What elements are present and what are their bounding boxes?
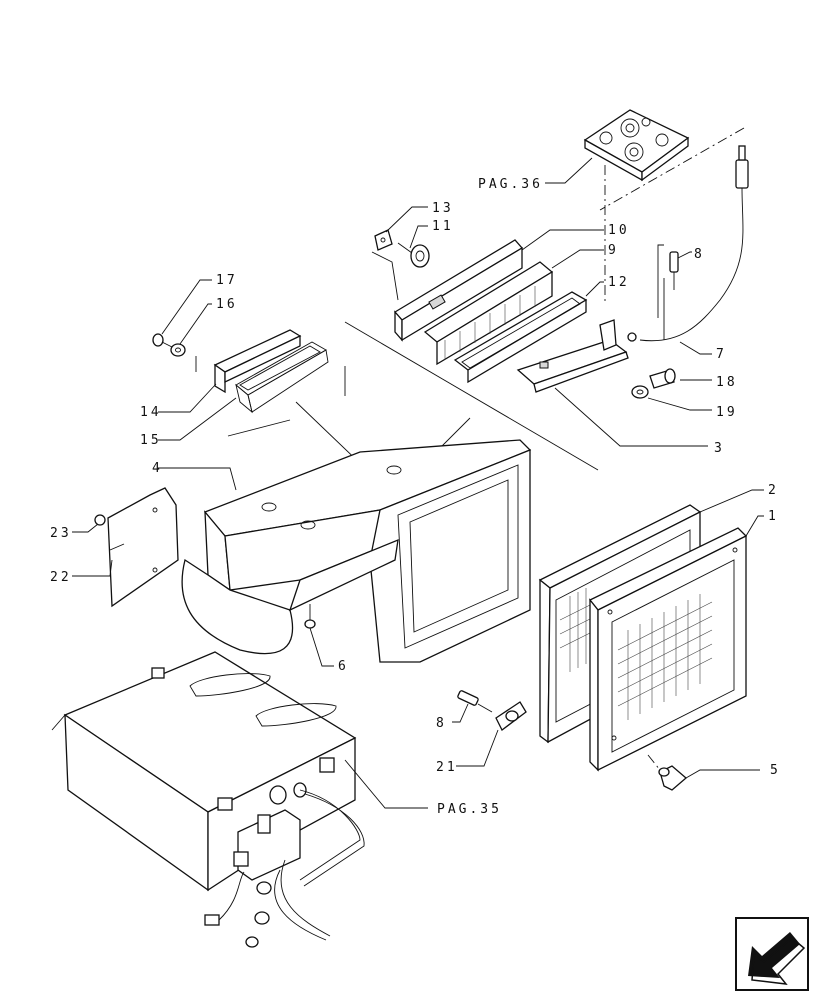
callout-17: 17	[216, 273, 238, 288]
callout-14: 14	[140, 405, 162, 420]
callout-15: 15	[140, 433, 162, 448]
callout-4: 4	[152, 461, 163, 476]
grommet-21	[495, 701, 527, 731]
temperature-sensor	[627, 145, 749, 342]
callout-10: 10	[608, 223, 630, 238]
callout-21: 21	[436, 760, 458, 775]
page-ref-pag35: PAG.35	[437, 802, 502, 817]
callout-9: 9	[608, 243, 619, 258]
page-ref-pag36: PAG.36	[478, 177, 543, 192]
pin-8-bottom	[457, 690, 493, 713]
arrow-left-down-icon[interactable]	[735, 917, 809, 991]
clip-13	[374, 229, 393, 251]
grille-1	[588, 527, 748, 772]
pin-8-top	[669, 251, 679, 290]
callout-2: 2	[768, 483, 779, 498]
screw-18	[649, 368, 676, 389]
screw-6	[304, 604, 316, 629]
callout-23: 23	[50, 526, 72, 541]
valve-block	[204, 782, 365, 948]
callout-5: 5	[770, 763, 781, 778]
gasket-14	[213, 329, 302, 394]
filter-frame-12	[453, 291, 588, 384]
grommet-23	[94, 514, 106, 526]
filter-cover-10	[393, 239, 524, 342]
hvac-unit-pag35	[51, 651, 357, 892]
callout-22: 22	[50, 570, 72, 585]
seal-15	[235, 341, 329, 414]
bracket-3	[516, 319, 629, 393]
callout-1: 1	[768, 509, 779, 524]
callout-16: 16	[216, 297, 238, 312]
callout-11: 11	[432, 219, 454, 234]
callout-6: 6	[338, 659, 349, 674]
callout-13: 13	[432, 201, 454, 216]
callout-8-top: 8	[694, 247, 705, 262]
callout-7: 7	[716, 347, 727, 362]
filter-element-9	[423, 261, 554, 366]
callout-19: 19	[716, 405, 738, 420]
washer-16	[170, 343, 186, 357]
washer-19	[631, 385, 649, 399]
callout-3: 3	[714, 441, 725, 456]
side-panel-22	[107, 487, 179, 608]
callout-12: 12	[608, 275, 630, 290]
housing-4	[181, 439, 532, 663]
vent-plate-pag36	[583, 109, 690, 182]
knob-screw-11	[397, 242, 430, 268]
callout-18: 18	[716, 375, 738, 390]
callout-8-bottom: 8	[436, 716, 447, 731]
latch-5	[658, 765, 687, 791]
